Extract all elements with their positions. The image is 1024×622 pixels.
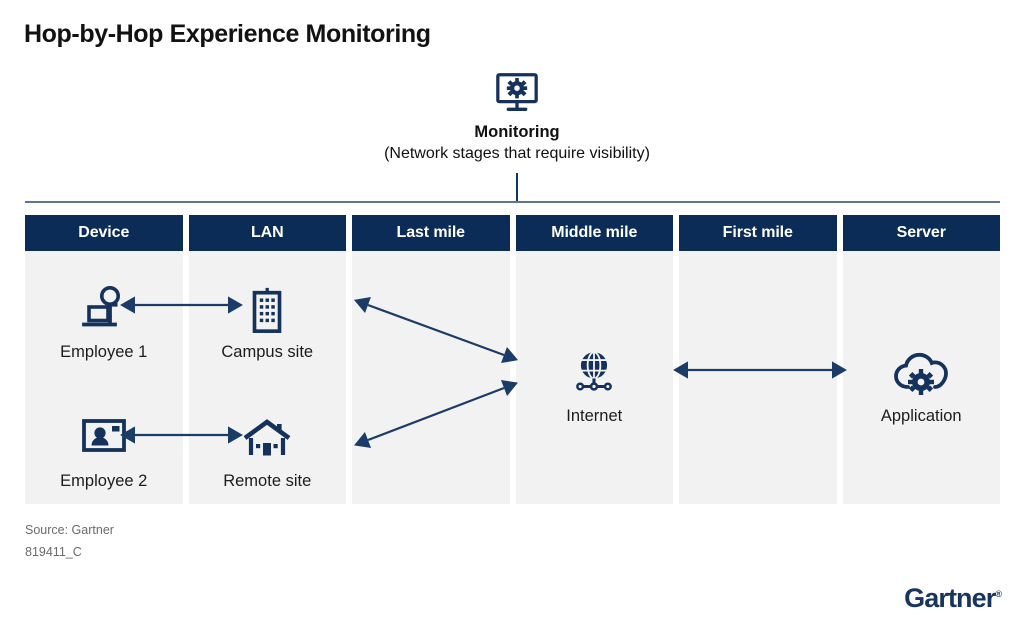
column-lan: LAN: [188, 215, 347, 504]
column-header-server: Server: [842, 215, 1000, 251]
column-header-middle-mile: Middle mile: [515, 215, 673, 251]
column-device: Device Employee 1 Emplo: [25, 215, 183, 504]
node-employee-2: Employee 2: [25, 414, 183, 492]
column-header-last-mile: Last mile: [352, 215, 510, 251]
node-application: Application: [843, 349, 1001, 427]
employee-desk-icon: [81, 286, 120, 327]
node-label-campus-site: Campus site: [221, 343, 314, 361]
node-internet: Internet: [516, 349, 674, 427]
monitoring-callout: Monitoring (Network stages that require …: [317, 70, 717, 164]
node-remote-site: Remote site: [189, 414, 347, 492]
stage-columns: Device Employee 1 Emplo: [25, 215, 1000, 504]
node-label-employee-2: Employee 2: [60, 472, 148, 490]
column-first-mile: First mile: [679, 215, 837, 504]
column-last-mile: Last mile: [352, 215, 510, 504]
office-building-icon: [252, 287, 282, 333]
employee-screen-icon: [81, 419, 126, 452]
house-icon: [243, 419, 291, 456]
column-header-first-mile: First mile: [679, 215, 837, 251]
node-label-internet: Internet: [566, 407, 623, 425]
cloud-gear-icon: [894, 352, 949, 395]
monitoring-connector-line: [516, 173, 518, 201]
column-body-last-mile: [352, 251, 510, 504]
chart-code: 819411_C: [25, 545, 82, 559]
divider-rule: [25, 201, 1000, 203]
column-body-server: Application: [842, 251, 1001, 504]
globe-network-icon: [576, 351, 613, 391]
gartner-logo: Gartner®: [904, 583, 1002, 614]
column-body-device: Employee 1 Employee 2: [25, 251, 183, 504]
node-label-remote-site: Remote site: [223, 472, 312, 490]
page-title: Hop-by-Hop Experience Monitoring: [24, 20, 431, 48]
column-body-first-mile: [679, 251, 837, 504]
node-label-employee-1: Employee 1: [60, 343, 148, 361]
node-label-application: Application: [880, 407, 962, 425]
monitor-gear-icon: [496, 73, 538, 112]
monitoring-title: Monitoring: [474, 123, 560, 141]
node-employee-1: Employee 1: [25, 285, 183, 363]
column-header-device: Device: [25, 215, 183, 251]
column-middle-mile: Middle mile: [515, 215, 674, 504]
column-body-lan: Campus site Remote site: [188, 251, 347, 504]
gartner-logo-text: Gartner: [904, 583, 996, 613]
column-server: Server: [842, 215, 1001, 504]
registered-trademark-icon: ®: [995, 589, 1002, 599]
node-campus-site: Campus site: [189, 285, 347, 363]
column-body-middle-mile: Internet: [515, 251, 674, 504]
monitoring-subtitle: (Network stages that require visibility): [384, 144, 650, 162]
column-header-lan: LAN: [188, 215, 346, 251]
source-note: Source: Gartner: [25, 523, 114, 537]
